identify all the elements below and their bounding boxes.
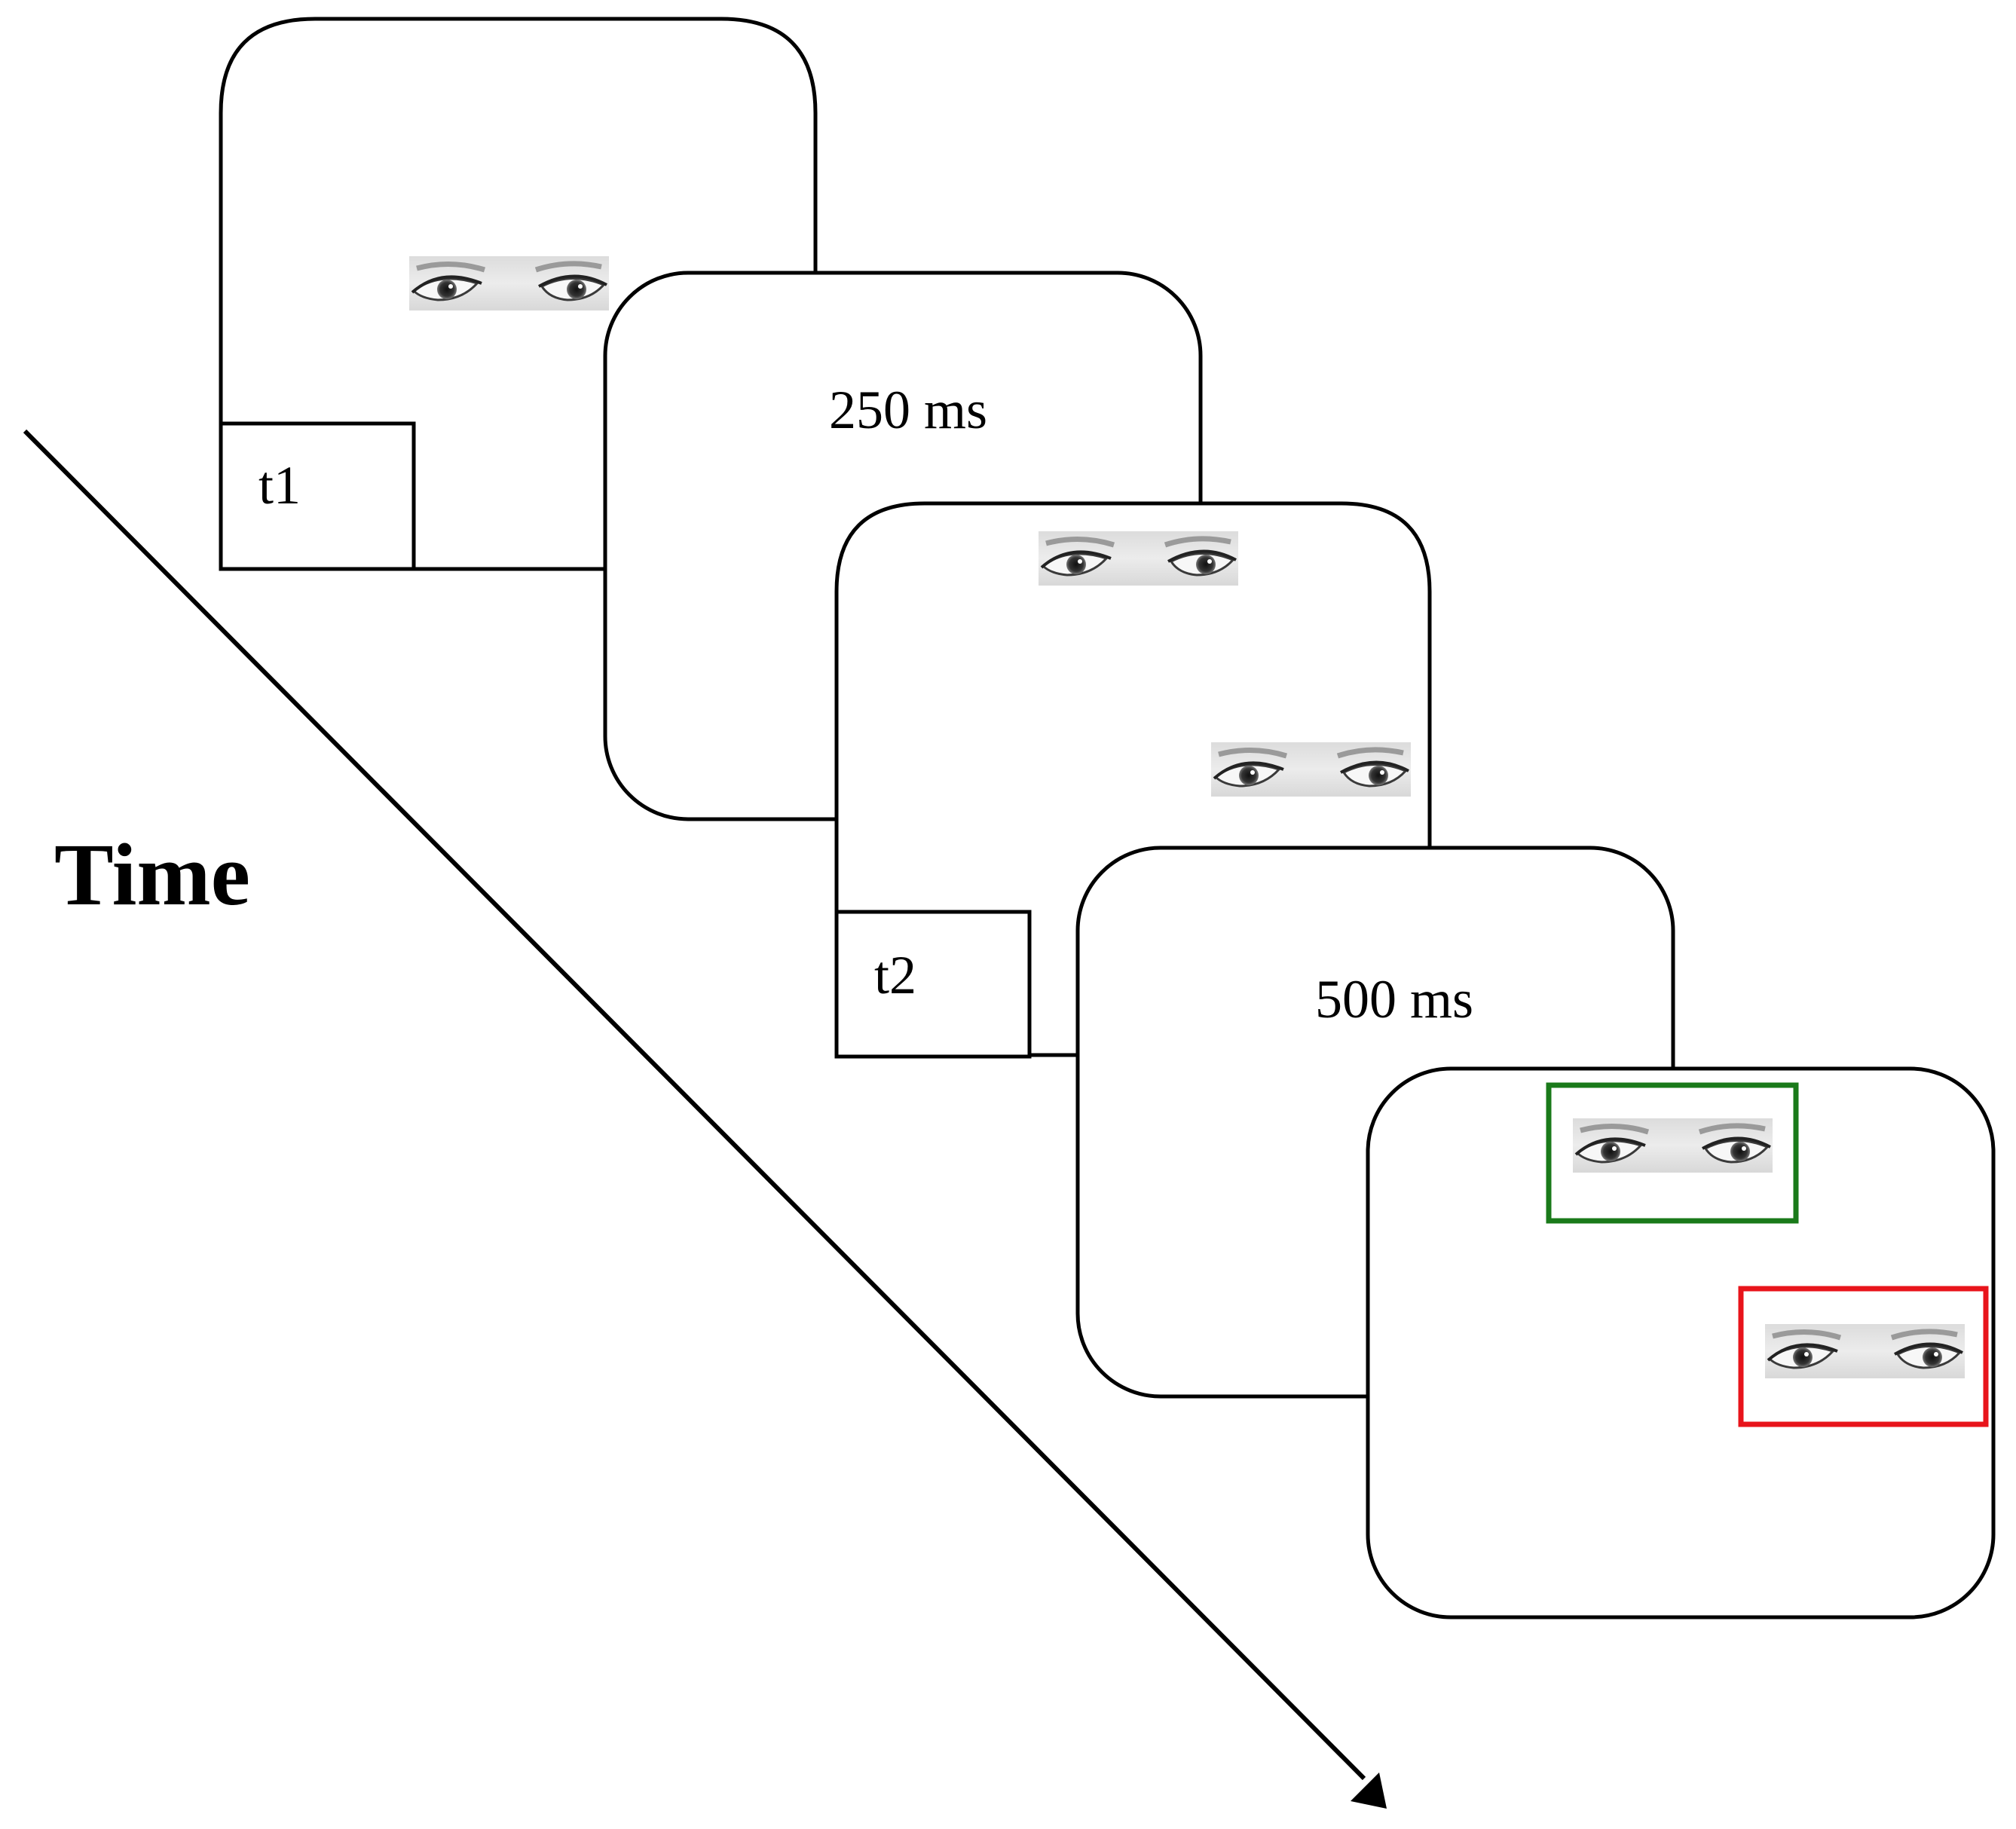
eyes-photo-icon (1211, 742, 1411, 797)
right-highlight-box (1738, 1286, 1989, 1427)
eyes-photo-icon (1039, 531, 1238, 586)
eyes-photo-icon (1765, 1324, 1965, 1378)
eyes-photo-icon (409, 256, 609, 310)
time-arrow-icon (23, 429, 1387, 1809)
eyes-photo-icon (1573, 1118, 1773, 1173)
top-highlight-box (1546, 1082, 1799, 1224)
frame-1-label: t1 (259, 455, 301, 515)
time-axis-label: Time (54, 825, 250, 924)
frame-4-duration: 500 ms (1315, 969, 1473, 1029)
frame-2-duration: 250 ms (829, 380, 987, 440)
frame-3-label: t2 (874, 945, 916, 1005)
frame-1-label-box (219, 421, 416, 571)
frame-5 (1366, 1066, 1996, 1619)
frame-3-label-box (834, 910, 1032, 1059)
